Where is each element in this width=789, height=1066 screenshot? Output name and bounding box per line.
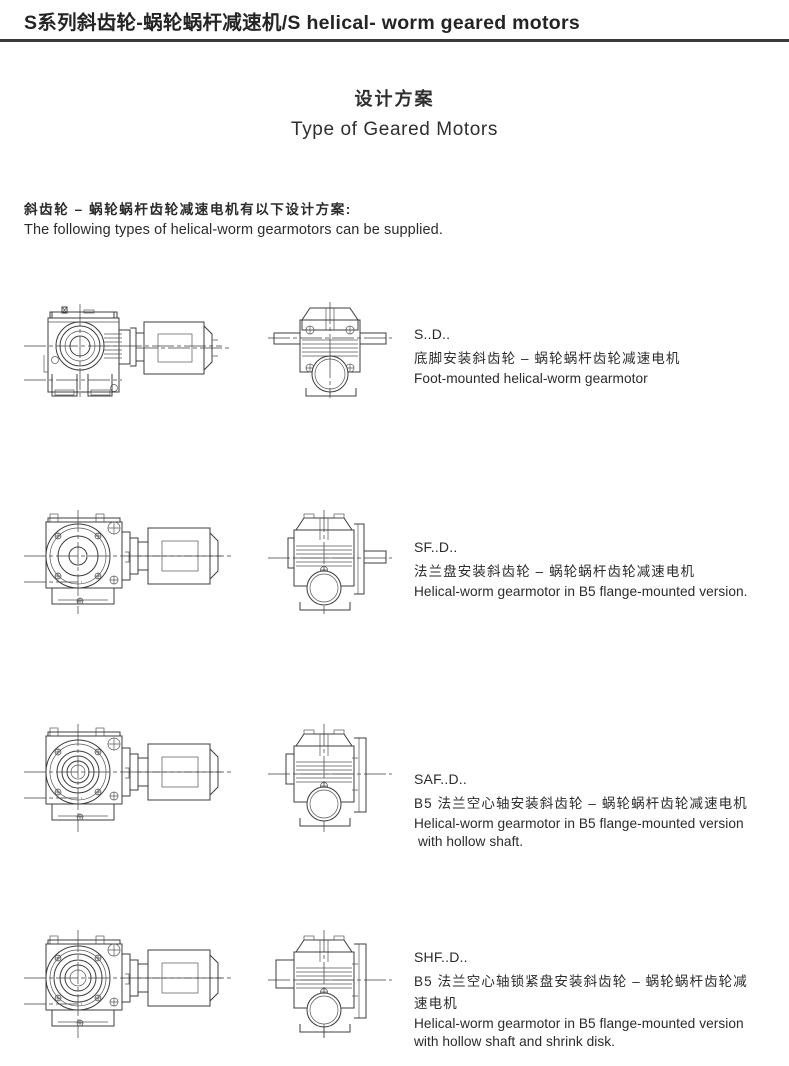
product-description-english-line2: with hollow shaft and shrink disk. — [414, 1034, 616, 1049]
intro-paragraph: 斜齿轮 – 蜗轮蜗杆齿轮减速电机有以下设计方案: The following t… — [24, 200, 724, 241]
product-text-hollow-shaft: SAF..D.. B5 法兰空心轴安装斜齿轮 – 蜗轮蜗杆齿轮减速电机 Heli… — [414, 770, 786, 851]
flange-mounted-gearmotor-side-view-drawing — [24, 510, 234, 614]
foot-mounted-gearmotor-side-view-drawing — [24, 304, 230, 398]
product-description-english: Helical-worm gearmotor in B5 flange-moun… — [414, 816, 744, 831]
product-description-chinese-line2: 速电机 — [414, 996, 458, 1011]
page-title-chinese: 设计方案 — [354, 89, 435, 109]
product-code: SF..D.. — [414, 539, 458, 555]
product-description-chinese: 法兰盘安装斜齿轮 – 蜗轮蜗杆齿轮减速电机 — [414, 564, 696, 579]
product-description-chinese: B5 法兰空心轴锁紧盘安装斜齿轮 – 蜗轮蜗杆齿轮减 — [414, 974, 748, 989]
figure-flange-mounted-end-view — [266, 508, 396, 616]
figure-shrink-disk-side-view — [22, 928, 242, 1040]
product-code: SHF..D.. — [414, 949, 468, 965]
header-divider — [0, 39, 789, 42]
figure-foot-mounted-side-view — [22, 300, 242, 400]
product-code: SAF..D.. — [414, 771, 467, 787]
header-title: S系列斜齿轮-蜗轮蜗杆减速机/S helical- worm geared mo… — [24, 12, 581, 34]
figure-flange-mounted-side-view — [22, 508, 242, 616]
page-title-english: Type of Geared Motors — [291, 119, 498, 140]
figure-hollow-shaft-side-view — [22, 722, 242, 834]
product-text-foot-mounted: S..D.. 底脚安装斜齿轮 – 蜗轮蜗杆齿轮减速电机 Foot-mounted… — [414, 325, 786, 388]
flange-mounted-gearmotor-end-view-drawing — [268, 510, 392, 614]
shrink-disk-hollow-shaft-gearmotor-side-view-drawing — [24, 930, 234, 1038]
figure-shrink-disk-end-view — [266, 928, 396, 1040]
product-description-chinese: B5 法兰空心轴安装斜齿轮 – 蜗轮蜗杆齿轮减速电机 — [414, 796, 748, 811]
product-description-english-line2: with hollow shaft. — [418, 834, 524, 849]
figure-hollow-shaft-end-view — [266, 722, 396, 834]
product-description-chinese: 底脚安装斜齿轮 – 蜗轮蜗杆齿轮减速电机 — [414, 351, 681, 366]
figure-foot-mounted-end-view — [266, 300, 396, 400]
shrink-disk-hollow-shaft-gearmotor-end-view-drawing — [268, 930, 392, 1038]
product-description-english: Foot-mounted helical-worm gearmotor — [414, 371, 648, 386]
hollow-shaft-flange-gearmotor-side-view-drawing — [24, 724, 234, 832]
hollow-shaft-flange-gearmotor-end-view-drawing — [268, 724, 392, 832]
product-text-shrink-disk: SHF..D.. B5 法兰空心轴锁紧盘安装斜齿轮 – 蜗轮蜗杆齿轮减 速电机 … — [414, 948, 786, 1051]
product-description-english: Helical-worm gearmotor in B5 flange-moun… — [414, 1016, 744, 1031]
page-header: S系列斜齿轮-蜗轮蜗杆减速机/S helical- worm geared mo… — [0, 0, 789, 45]
product-text-flange-mounted: SF..D.. 法兰盘安装斜齿轮 – 蜗轮蜗杆齿轮减速电机 Helical-wo… — [414, 538, 786, 601]
foot-mounted-gearmotor-end-view-drawing — [268, 302, 392, 398]
product-code: S..D.. — [414, 326, 451, 342]
intro-english: The following types of helical-worm gear… — [24, 222, 443, 238]
intro-chinese: 斜齿轮 – 蜗轮蜗杆齿轮减速电机有以下设计方案: — [24, 202, 352, 217]
page-title: 设计方案 Type of Geared Motors — [0, 86, 789, 145]
product-description-english: Helical-worm gearmotor in B5 flange-moun… — [414, 584, 748, 599]
